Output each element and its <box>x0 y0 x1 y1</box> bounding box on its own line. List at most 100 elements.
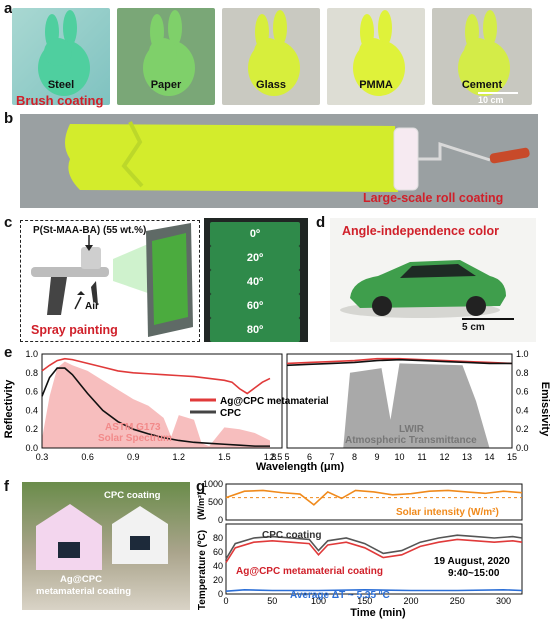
solar-ylabel: (W/m²) <box>196 492 206 520</box>
x-tick-label: 13 <box>462 452 472 462</box>
roll-coating-label: Large-scale roll coating <box>363 191 504 205</box>
steel-tile: Steel <box>12 8 110 105</box>
y-tick-label: 0.0 <box>25 443 38 453</box>
y-tick-label: 1.0 <box>25 349 38 359</box>
temperature-series-line <box>225 588 523 592</box>
series-line-ir <box>286 357 513 365</box>
air-label: Air <box>85 301 99 312</box>
y-tick-label: 0.2 <box>516 424 529 434</box>
y-tick-label: 20 <box>213 575 223 585</box>
roll-coating-illustration <box>65 121 530 192</box>
panel-b-label: b <box>4 110 14 127</box>
x-tick-label: 50 <box>267 596 277 606</box>
y-tick-label: 0.8 <box>25 368 38 378</box>
panel-e-label: e <box>4 344 13 361</box>
ylabel-left: Reflectivity <box>3 379 15 439</box>
x-tick-label: 0 <box>223 596 228 606</box>
x-tick-label: 5 <box>284 452 289 462</box>
tile-label: Cement <box>461 79 503 91</box>
toy-car-illustration <box>340 260 506 318</box>
toy-car-photo: Angle-independence color 5 cm <box>330 218 536 342</box>
x-tick-label: 0.9 <box>127 452 140 462</box>
tile-label: Glass <box>256 79 286 91</box>
y-tick-label: 80 <box>213 533 223 543</box>
y-tick-label: 0.8 <box>516 368 529 378</box>
y-tick-label: 0.4 <box>516 405 529 415</box>
agcpc-label-1: Ag@CPC <box>60 574 102 585</box>
x-tick-label: 100 <box>311 596 326 606</box>
delta-t-annotation: Average ΔT ~ 5.35 ºC <box>290 590 390 601</box>
pmma-tile: PMMA <box>327 8 425 105</box>
time-xlabel: Time (min) <box>350 607 406 619</box>
test-houses-illustration <box>36 504 168 570</box>
y-tick-label: 0 <box>218 589 223 599</box>
x-tick-label: 12 <box>439 452 449 462</box>
y-tick-label: 0.4 <box>25 405 38 415</box>
plot-frame-left <box>41 353 283 449</box>
x-tick-label: 300 <box>496 596 511 606</box>
x-tick-label: 0.3 <box>36 452 49 462</box>
rabbit-silhouette-icon <box>143 10 195 96</box>
solar-spectrum-area <box>42 361 270 448</box>
y-tick-label: 0.6 <box>25 387 38 397</box>
rabbit-silhouette-icon <box>248 10 300 96</box>
y-tick-label: 1000 <box>203 479 223 489</box>
solar-plot-frame <box>225 483 523 521</box>
temperature-series-line <box>225 538 523 563</box>
tile-label: Paper <box>150 79 182 91</box>
time-label: 9:40~15:00 <box>448 568 500 579</box>
solar-intensity-line <box>225 489 523 506</box>
cpc-coating-annotation: CPC coating <box>262 530 321 541</box>
angle-chip: 60º <box>210 294 300 318</box>
cpc-coating-label: CPC coating <box>104 490 161 501</box>
outdoor-test-photo: CPC coating Ag@CPC metamaterial coating <box>22 482 190 610</box>
scale-bar-a: 10 cm <box>478 92 518 105</box>
cement-tile: Cement <box>432 8 532 105</box>
rabbit-silhouette-icon <box>353 10 405 96</box>
x-tick-label: 14 <box>484 452 494 462</box>
y-tick-label: 1.0 <box>516 349 529 359</box>
scale-bar-d: 5 cm <box>462 318 514 333</box>
x-tick-label: 200 <box>403 596 418 606</box>
spray-gun-icon <box>31 267 109 277</box>
x-tick-label: 8 <box>352 452 357 462</box>
angle-chip: 20º <box>210 246 300 270</box>
agcpc-label-2: metamaterial coating <box>36 586 132 597</box>
cpc-house-icon <box>112 506 168 564</box>
lwir-transmittance-area <box>343 363 490 448</box>
spray-gun-illustration <box>31 223 193 337</box>
x-tick-label: 7 <box>329 452 334 462</box>
x-tick-label: 10 <box>394 452 404 462</box>
panel-g-label: g <box>196 478 206 495</box>
angle-chip: 0º <box>210 222 300 246</box>
plot-frame-right <box>286 353 513 449</box>
xlabel: Wavelength (μm) <box>256 461 345 472</box>
rabbit-silhouette-icon <box>458 10 510 96</box>
panel-f-label: f <box>4 478 9 495</box>
legend-cpc-label: CPC <box>220 408 241 419</box>
x-tick-label: 1.8 <box>264 452 277 462</box>
x-tick-label: 0.6 <box>81 452 94 462</box>
x-tick-label: 2.5 <box>270 452 283 462</box>
tile-label: Steel <box>47 79 75 91</box>
paint-roller-icon <box>393 127 419 191</box>
panel-a-label: a <box>4 0 13 17</box>
y-tick-label: 0 <box>218 515 223 525</box>
temperature-ylabel: Temperature (ºC) <box>197 530 208 610</box>
solar-annotation-1: ASTM G173 <box>105 422 161 433</box>
x-tick-label: 1.5 <box>218 452 231 462</box>
y-tick-label: 500 <box>208 497 223 507</box>
legend-ag-label: Ag@CPC metamaterial <box>220 396 329 407</box>
paper-tile: Paper <box>117 8 215 105</box>
temperature-series-line <box>225 534 523 560</box>
ag-house-icon <box>36 504 102 570</box>
ylabel-right: Emissivity <box>539 382 550 437</box>
polymer-label: P(St-MAA-BA) (55 wt.%) <box>33 225 147 236</box>
panel-c-label: c <box>4 214 13 231</box>
x-tick-label: 150 <box>357 596 372 606</box>
y-tick-label: 60 <box>213 547 223 557</box>
angle-chip: 80º <box>210 318 300 342</box>
y-tick-label: 0.6 <box>516 387 529 397</box>
